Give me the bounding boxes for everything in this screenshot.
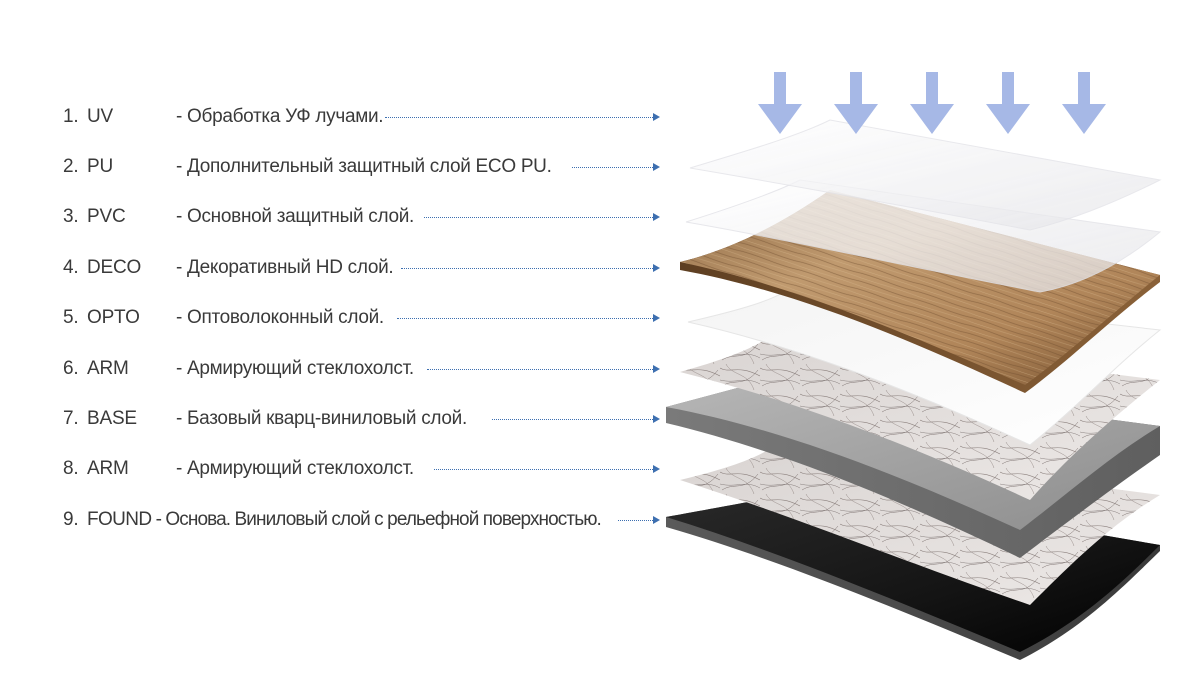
layer-description: - Армирующий стеклохолст.	[176, 358, 414, 379]
layer-number: 2.	[63, 156, 79, 177]
layer-code: BASE	[87, 408, 137, 429]
layer-number: 3.	[63, 206, 79, 227]
legend-row-arm-2: 8. ARM - Армирующий стеклохолст.	[63, 457, 414, 481]
arrow-down-icon	[910, 72, 954, 134]
leader-arrow-icon	[653, 415, 660, 423]
layer-description: - Базовый кварц-виниловый слой.	[176, 408, 467, 429]
layer-code: DECO	[87, 257, 142, 278]
layer-number: 9.	[63, 509, 79, 530]
layer-number: 5.	[63, 307, 79, 328]
layer-number: 1.	[63, 106, 79, 127]
uv-arrows	[758, 72, 1106, 134]
leader-line	[427, 369, 653, 370]
layer-code: FOUND	[87, 509, 152, 530]
leader-line	[618, 520, 653, 521]
layer-code: PVC	[87, 206, 126, 227]
layer-description: - Обработка УФ лучами.	[176, 106, 384, 127]
legend-row-found: 9. FOUND - Основа. Виниловый слой с рель…	[63, 508, 602, 532]
leader-arrow-icon	[653, 365, 660, 373]
legend-row-pu: 2. PU - Дополнительный защитный слой ECO…	[63, 155, 552, 179]
layer-code: UV	[87, 106, 113, 127]
legend-row-uv: 1. UV - Обработка УФ лучами.	[63, 105, 384, 129]
leader-arrow-icon	[653, 264, 660, 272]
leader-line	[401, 268, 653, 269]
layer-number: 7.	[63, 408, 79, 429]
layer-description: - Дополнительный защитный слой ECO PU.	[176, 156, 552, 177]
arrow-down-icon	[758, 72, 802, 134]
layer-code: ARM	[87, 358, 129, 379]
layer-code: ARM	[87, 458, 129, 479]
leader-arrow-icon	[653, 163, 660, 171]
leader-line	[434, 469, 653, 470]
legend-row-opto: 5. OPTO - Оптоволоконный слой.	[63, 306, 384, 330]
layer-code: PU	[87, 156, 113, 177]
layer-description: - Армирующий стеклохолст.	[176, 458, 414, 479]
leader-line	[424, 217, 653, 218]
leader-arrow-icon	[653, 113, 660, 121]
leader-arrow-icon	[653, 213, 660, 221]
arrow-down-icon	[986, 72, 1030, 134]
layer-number: 4.	[63, 257, 79, 278]
legend-row-arm-1: 6. ARM - Армирующий стеклохолст.	[63, 357, 414, 381]
arrow-down-icon	[834, 72, 878, 134]
leader-arrow-icon	[653, 465, 660, 473]
leader-arrow-icon	[653, 314, 660, 322]
layer-pvc	[685, 179, 1162, 293]
leader-line	[492, 419, 653, 420]
leader-arrow-icon	[653, 516, 660, 524]
layer-description: - Оптоволоконный слой.	[176, 307, 384, 328]
legend-row-deco: 4. DECO - Декоративный HD слой.	[63, 256, 394, 280]
leader-line	[572, 167, 653, 168]
legend-row-base: 7. BASE - Базовый кварц-виниловый слой.	[63, 407, 467, 431]
layer-description: - Декоративный HD слой.	[176, 257, 394, 278]
layer-number: 6.	[63, 358, 79, 379]
arrow-down-icon	[1062, 72, 1106, 134]
layer-number: 8.	[63, 458, 79, 479]
layer-description: - Основной защитный слой.	[176, 206, 415, 227]
layer-pu	[689, 119, 1162, 231]
leader-line	[397, 318, 653, 319]
layer-code: OPTO	[87, 307, 140, 328]
leader-line	[385, 117, 653, 118]
layer-legend: 1. UV - Обработка УФ лучами. 2. PU - Доп…	[63, 105, 660, 532]
legend-row-pvc: 3. PVC - Основной защитный слой.	[63, 205, 414, 229]
layer-description: - Основа. Виниловый слой с рельефной пов…	[155, 509, 602, 530]
